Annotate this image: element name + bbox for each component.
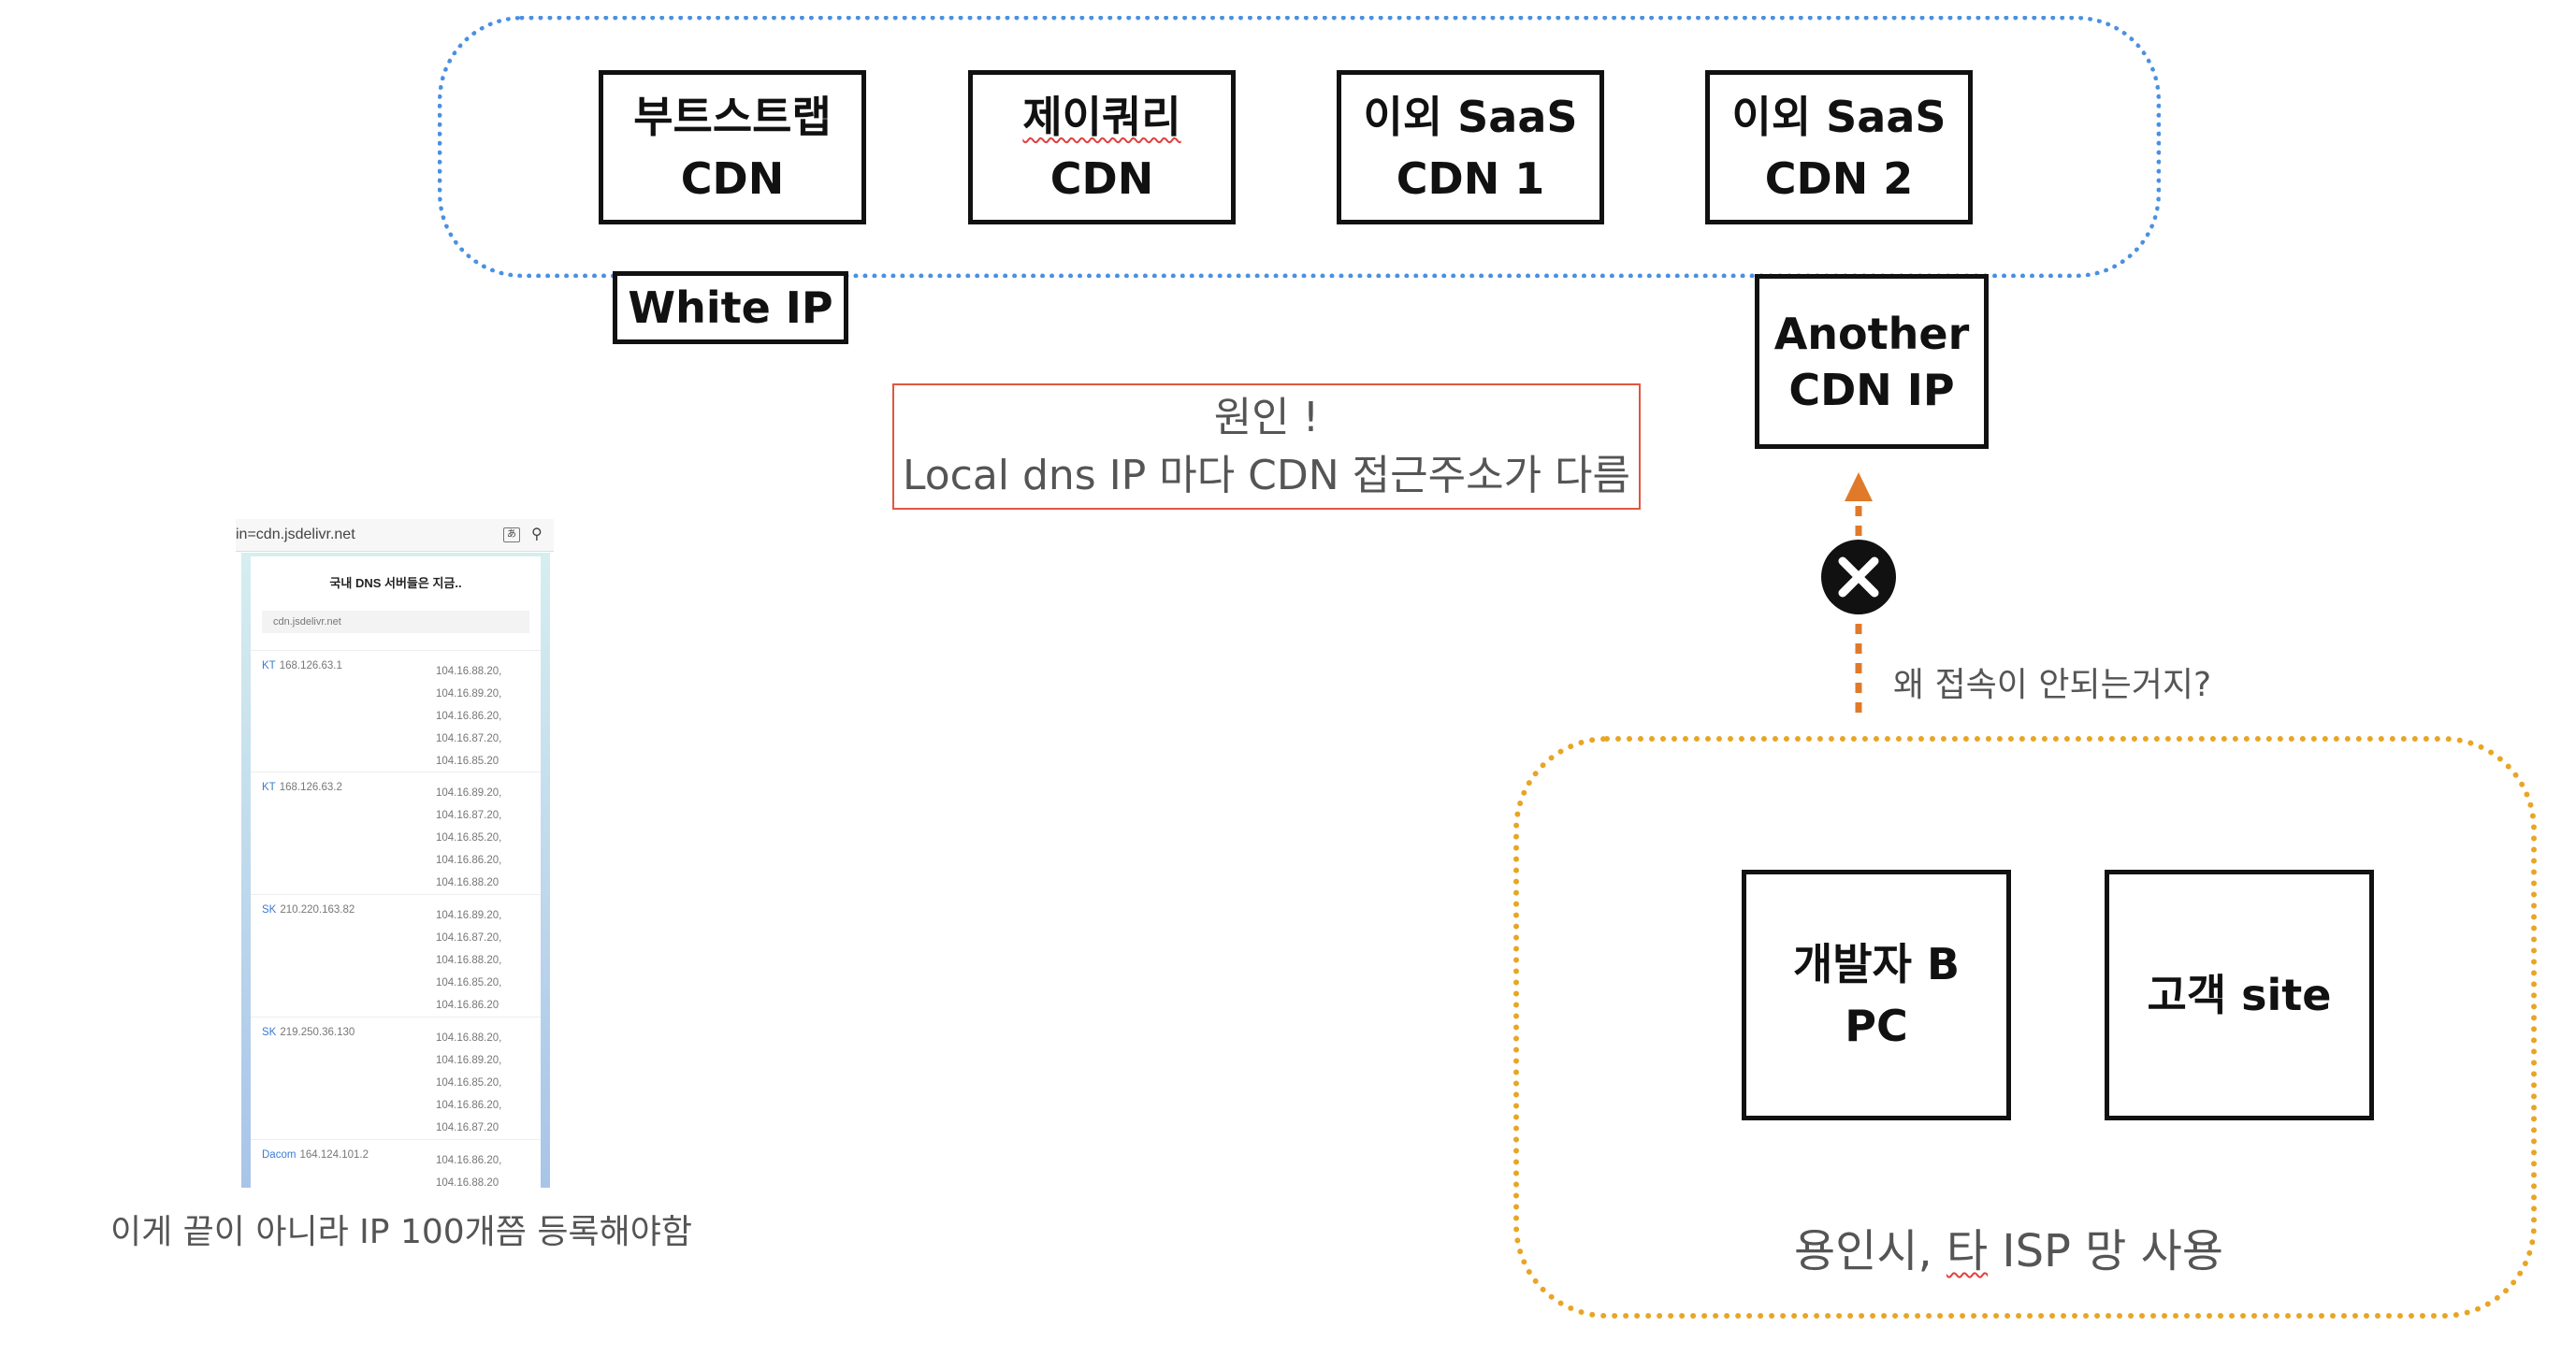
question-text: 왜 접속이 안되는거지? xyxy=(1893,666,2212,704)
cause-note-title: 원인 ! xyxy=(1213,393,1320,441)
resolved-ip: 104.16.89.20, xyxy=(436,910,502,921)
isp-caption-part-1: 용인시, xyxy=(1794,1225,1946,1277)
resolved-ip-list: 104.16.89.20, 104.16.87.20, 104.16.85.20, 1… xyxy=(436,782,501,894)
jquery-cdn-label-1: 제이쿼리 xyxy=(1022,91,1181,142)
bootstrap-cdn-label-1: 부트스트랩 xyxy=(633,91,832,142)
cdn-group-boundary xyxy=(438,16,2161,278)
isp-name: KT xyxy=(262,782,276,793)
resolved-ip: 104.16.85.20 xyxy=(436,756,499,767)
another-cdn-ip-label-2: CDN IP xyxy=(1788,364,1955,415)
bootstrap-cdn-label-2: CDN xyxy=(680,152,785,204)
resolved-ip: 104.16.85.20, xyxy=(436,977,502,989)
saas-cdn-2-label-1: 이외 SaaS xyxy=(1731,91,1946,142)
screenshot-url: in=cdn.jsdelivr.net xyxy=(236,527,355,542)
developer-pc-label-2: PC xyxy=(1845,1001,1908,1051)
dns-server-ip: 168.126.63.1 xyxy=(279,660,342,671)
blocked-connection-arrow xyxy=(1821,472,1896,713)
dns-lookup-screenshot: in=cdn.jsdelivr.net あ ⚲ 국내 DNS 서버들은 지금..… xyxy=(236,519,554,1188)
user-network-group-boundary xyxy=(1513,736,2537,1319)
resolved-ip: 104.16.87.20, xyxy=(436,733,502,744)
resolved-ip: 104.16.87.20, xyxy=(436,810,502,821)
bootstrap-cdn-box: 부트스트랩 CDN xyxy=(599,70,866,224)
resolved-ip: 104.16.89.20, xyxy=(436,787,502,799)
screenshot-search-input: cdn.jsdelivr.net xyxy=(262,611,529,633)
resolved-ip: 104.16.86.20 xyxy=(436,1000,499,1011)
resolved-ip: 104.16.87.20, xyxy=(436,932,502,944)
isp-caption: 용인시, 타 ISP 망 사용 xyxy=(1794,1214,2223,1279)
saas-cdn-1-box: 이외 SaaS CDN 1 xyxy=(1337,70,1604,224)
resolved-ip-list: 104.16.88.20, 104.16.89.20, 104.16.86.20, 1… xyxy=(436,660,501,772)
resolved-ip: 104.16.85.20, xyxy=(436,832,502,844)
screenshot-title: 국내 DNS 서버들은 지금.. xyxy=(329,576,462,590)
saas-cdn-2-label-2: CDN 2 xyxy=(1764,152,1914,204)
saas-cdn-2-box: 이외 SaaS CDN 2 xyxy=(1705,70,1973,224)
dns-server-ip: 210.220.163.82 xyxy=(280,904,355,916)
white-ip-label: White IP xyxy=(628,282,833,333)
resolved-ip-list: 104.16.88.20, 104.16.89.20, 104.16.85.20, 1… xyxy=(436,1027,501,1139)
screenshot-caption: 이게 끝이 아니라 IP 100개쯤 등록해야함 xyxy=(110,1213,692,1251)
isp-name: KT xyxy=(262,660,276,671)
resolved-ip: 104.16.88.20, xyxy=(436,955,502,966)
isp-caption-part-3: ISP 망 사용 xyxy=(1988,1225,2223,1277)
resolved-ip: 104.16.88.20 xyxy=(436,1177,499,1188)
cause-note-box: 원인 ! Local dns IP 마다 CDN 접근주소가 다름 xyxy=(892,383,1641,510)
dns-server-ip: 164.124.101.2 xyxy=(299,1149,369,1161)
isp-caption-part-2: 타 xyxy=(1946,1225,1989,1277)
customer-site-label: 고객 site xyxy=(2147,970,2332,1020)
isp-name: Dacom xyxy=(262,1149,297,1161)
zoom-icon: ⚲ xyxy=(531,527,543,542)
resolved-ip: 104.16.88.20, xyxy=(436,1032,502,1044)
white-ip-box: White IP xyxy=(613,271,848,344)
another-cdn-ip-box: Another CDN IP xyxy=(1755,274,1989,449)
resolved-ip-list: 104.16.89.20, 104.16.87.20, 104.16.88.20, 1… xyxy=(436,904,501,1017)
resolved-ip: 104.16.86.20, xyxy=(436,1155,502,1166)
saas-cdn-1-label-1: 이외 SaaS xyxy=(1363,91,1578,142)
cause-note-text: Local dns IP 마다 CDN 접근주소가 다름 xyxy=(902,451,1631,499)
isp-name: SK xyxy=(262,1027,277,1038)
saas-cdn-1-label-2: CDN 1 xyxy=(1396,152,1545,204)
translate-icon: あ xyxy=(503,527,520,542)
isp-name: SK xyxy=(262,904,277,916)
resolved-ip: 104.16.89.20, xyxy=(436,1055,502,1066)
resolved-ip: 104.16.88.20 xyxy=(436,877,499,888)
dns-server-ip: 219.250.36.130 xyxy=(280,1027,355,1038)
developer-pc-label-1: 개발자 B xyxy=(1792,939,1961,989)
resolved-ip: 104.16.86.20, xyxy=(436,711,502,722)
resolved-ip: 104.16.86.20, xyxy=(436,1100,502,1111)
developer-pc-box: 개발자 B PC xyxy=(1742,870,2011,1120)
another-cdn-ip-label-1: Another xyxy=(1773,308,1970,359)
resolved-ip: 104.16.87.20 xyxy=(436,1122,499,1133)
resolved-ip: 104.16.88.20, xyxy=(436,666,502,677)
dns-server-ip: 168.126.63.2 xyxy=(279,782,342,793)
jquery-cdn-box: 제이쿼리 CDN xyxy=(968,70,1236,224)
resolved-ip: 104.16.85.20, xyxy=(436,1077,502,1089)
jquery-cdn-label-2: CDN xyxy=(1049,152,1154,204)
resolved-ip: 104.16.86.20, xyxy=(436,855,502,866)
customer-site-box: 고객 site xyxy=(2105,870,2374,1120)
screenshot-url-bar: in=cdn.jsdelivr.net あ ⚲ xyxy=(236,519,554,552)
resolved-ip: 104.16.89.20, xyxy=(436,688,502,700)
resolved-ip-list: 104.16.86.20, 104.16.88.20 xyxy=(436,1149,501,1188)
